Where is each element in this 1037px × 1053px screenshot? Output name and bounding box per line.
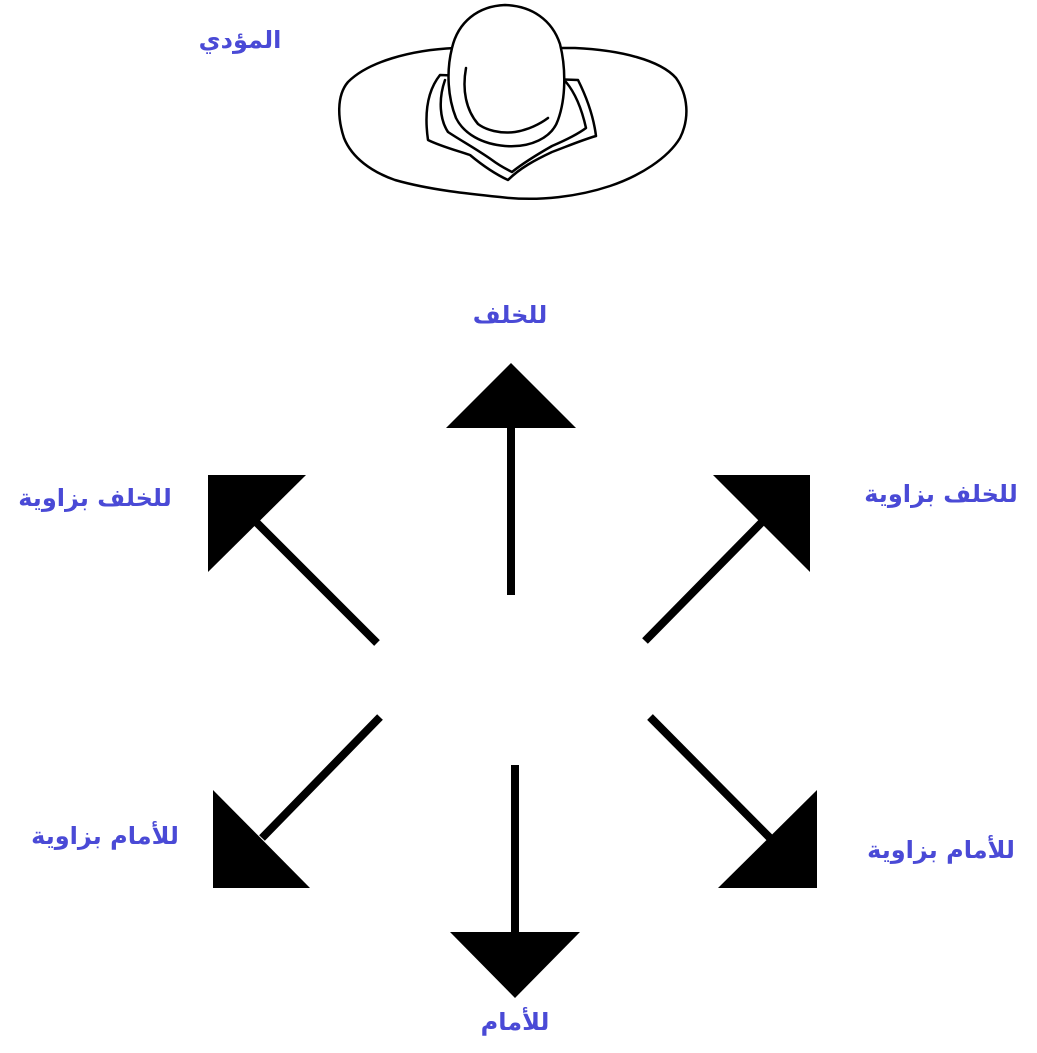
- arrow-back-head: [446, 363, 576, 428]
- arrow-back-right-shaft: [645, 521, 763, 641]
- performer-label: المؤدي: [180, 28, 300, 52]
- arrow-front-left-shaft: [262, 717, 380, 838]
- front-right-label: للأمام بزاوية: [845, 838, 1037, 862]
- back-left-label: للخلف بزاوية: [0, 486, 190, 510]
- arrow-front-right-shaft: [650, 717, 770, 838]
- back-label: للخلف: [440, 303, 580, 327]
- arrow-back-left-shaft: [255, 521, 377, 643]
- front-left-label: للأمام بزاوية: [10, 824, 200, 848]
- front-label: للأمام: [455, 1010, 575, 1034]
- direction-arrows: [208, 363, 817, 998]
- back-right-label: للخلف بزاوية: [845, 482, 1037, 506]
- arrow-front-head: [450, 932, 580, 998]
- performer-top-view-icon: [339, 5, 686, 199]
